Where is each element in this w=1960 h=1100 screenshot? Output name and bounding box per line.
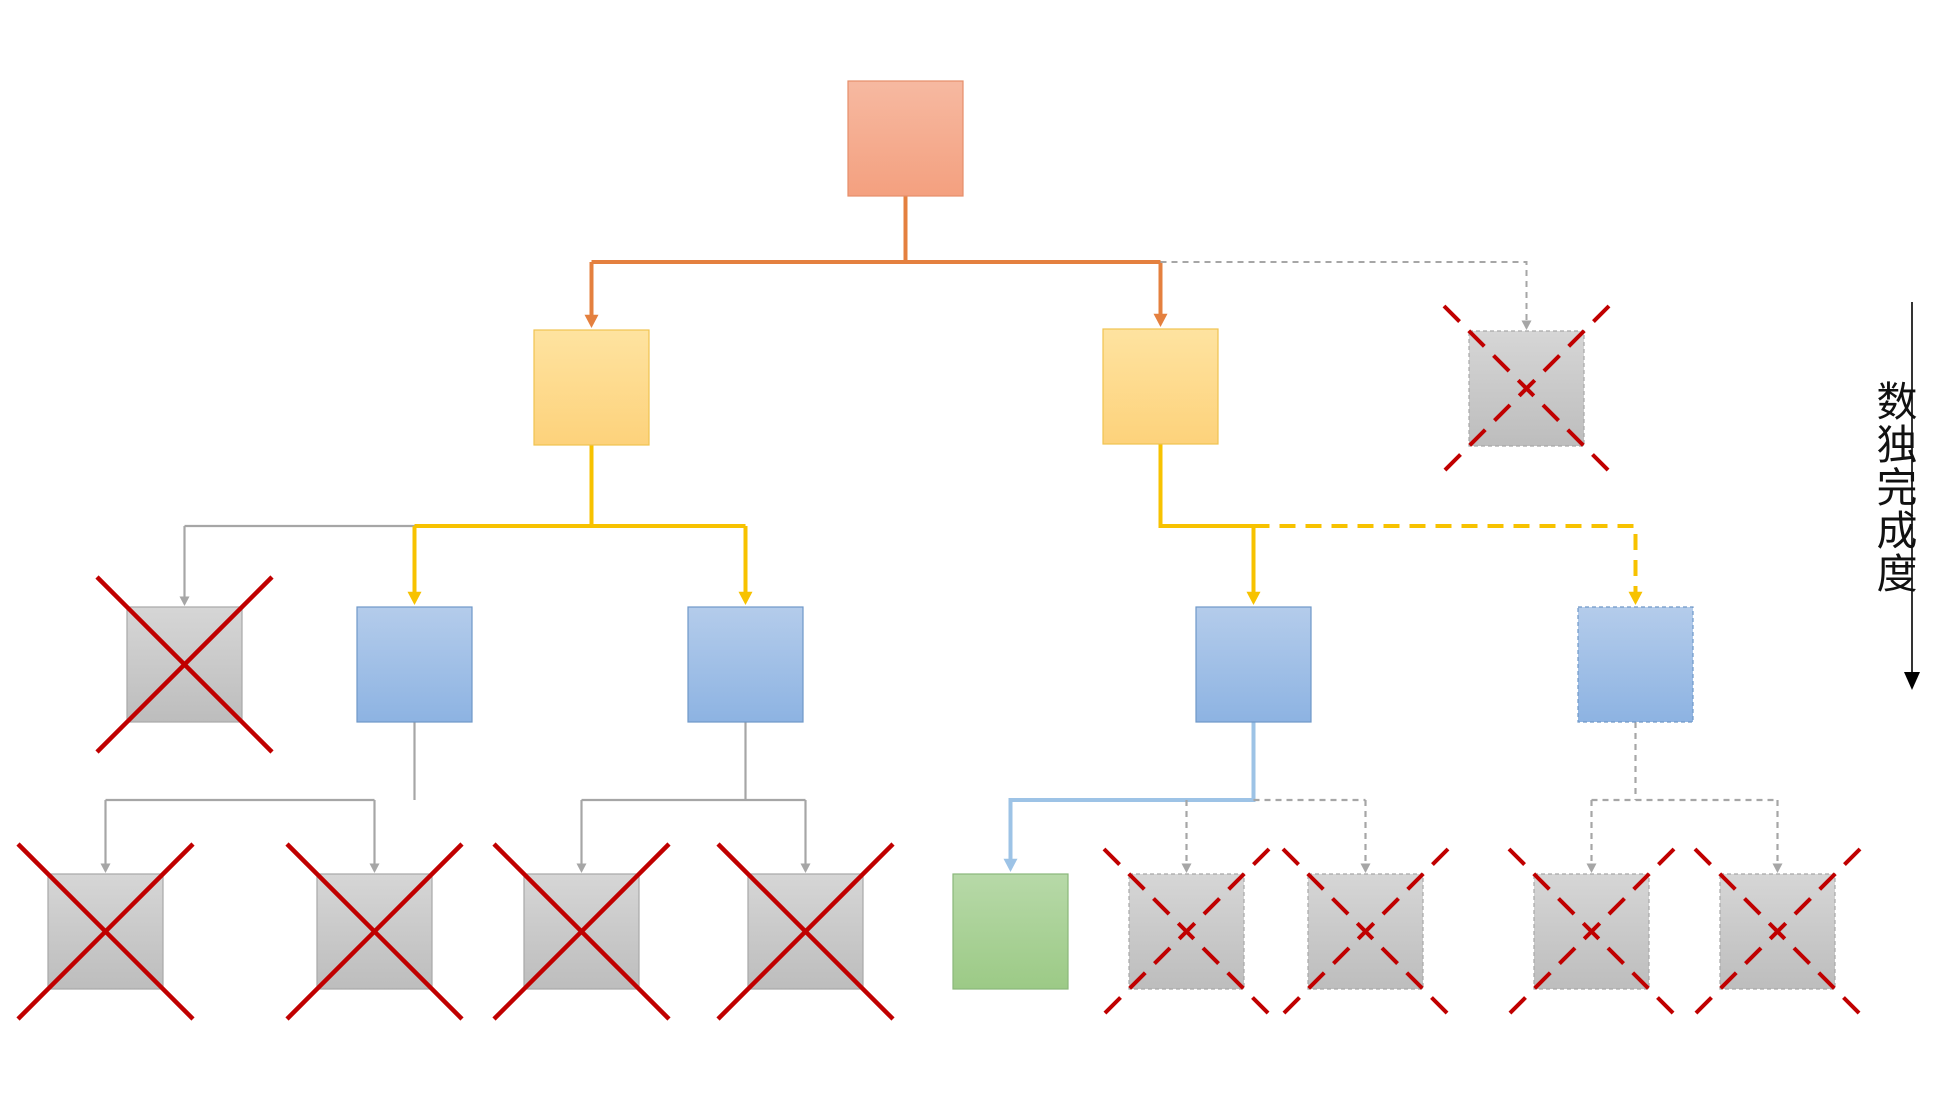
progress-arrow-head xyxy=(1904,672,1920,690)
arrowhead-l3-3 xyxy=(800,863,811,873)
arrowhead-l3-0 xyxy=(100,863,111,873)
root-node xyxy=(847,80,964,197)
level3-node-6-cross-b xyxy=(1281,847,1450,1016)
level3-node-4 xyxy=(952,873,1069,990)
arrowhead-l3-4 xyxy=(1003,858,1018,872)
nodes-layer xyxy=(47,80,1836,990)
level3-node-5-cross-b xyxy=(1102,847,1271,1016)
arrowhead-l3-6 xyxy=(1360,863,1371,873)
level1-node-0 xyxy=(533,329,650,446)
arrowhead-l3-2 xyxy=(576,863,587,873)
level3-node-1-cross-b xyxy=(285,842,464,1021)
arrowhead-l1-1 xyxy=(1153,313,1168,327)
edges-layer xyxy=(100,196,1783,873)
crosses-layer xyxy=(16,304,1862,1021)
arrowhead-l3-5 xyxy=(1181,863,1192,873)
arrowhead-l1-2 xyxy=(1521,320,1532,330)
level3-node-7-cross-b xyxy=(1507,847,1676,1016)
level2-node-1 xyxy=(356,606,473,723)
level3-node-8-cross-b xyxy=(1693,847,1862,1016)
arrowhead-l1-0 xyxy=(584,314,599,328)
arrowhead-l3-1 xyxy=(369,863,380,873)
level2-node-3 xyxy=(1195,606,1312,723)
edge-root-to-l1-2 xyxy=(1160,261,1528,321)
arrowhead-l2-2 xyxy=(738,591,753,605)
arrowhead-l3-7 xyxy=(1586,863,1597,873)
edge-l1-1-to-l2-4 xyxy=(1253,524,1638,593)
arrowhead-l3-8 xyxy=(1772,863,1783,873)
arrowhead-l2-3 xyxy=(1246,591,1261,605)
level2-node-2 xyxy=(687,606,804,723)
level2-node-0-cross-b xyxy=(95,575,274,754)
level1-node-2-cross-b xyxy=(1442,304,1611,473)
level1-node-1 xyxy=(1102,328,1219,445)
edge-l2-3-to-solution xyxy=(1008,722,1256,860)
edge-l1-1-bar xyxy=(1158,444,1254,528)
level3-node-3-cross-b xyxy=(716,842,895,1021)
level3-node-0-cross-b xyxy=(16,842,195,1021)
level3-node-2-cross-b xyxy=(492,842,671,1021)
sudoku-progress-label: 数独完成度 xyxy=(1869,380,1917,595)
arrowhead-l2-1 xyxy=(407,591,422,605)
arrowhead-l2-4 xyxy=(1628,591,1643,605)
arrowhead-l2-0 xyxy=(179,596,190,606)
level2-node-4 xyxy=(1577,606,1694,723)
